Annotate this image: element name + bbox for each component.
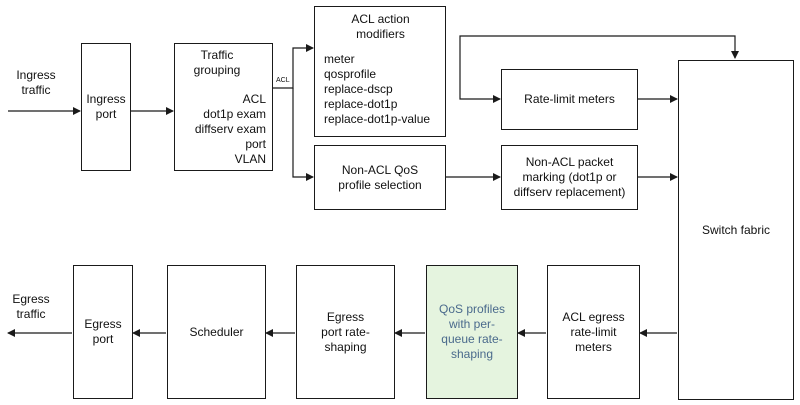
non-acl-marking-label: Non-ACL packet marking (dot1p or diffser… xyxy=(513,155,626,199)
acl-line-label: ACL xyxy=(276,77,290,84)
non-acl-qos-box: Non-ACL QoS profile selection xyxy=(314,145,446,210)
modifier-replace-dot1p: replace-dot1p xyxy=(324,97,398,111)
egress-traffic-label: Egress traffic xyxy=(12,292,50,321)
scheduler-label: Scheduler xyxy=(189,324,244,339)
modifier-qosprofile: qosprofile xyxy=(324,67,377,81)
rate-limit-meters-box: Rate-limit meters xyxy=(501,69,638,130)
qos-profiles-box: QoS profiles with per-queue rate-shaping xyxy=(426,265,518,399)
grouping-item-port: port xyxy=(245,137,266,151)
scheduler-box: Scheduler xyxy=(167,265,266,399)
grouping-item-vlan: VLAN xyxy=(234,152,266,166)
arrow-modifiers-to-rate-limit xyxy=(459,75,501,103)
modifier-meter: meter xyxy=(324,52,355,66)
switch-fabric-label: Switch fabric xyxy=(701,222,771,237)
qos-profiles-label: QoS profiles with per-queue rate-shaping xyxy=(438,302,506,361)
acl-egress-label: ACL egress rate-limit meters xyxy=(562,309,625,354)
egress-port-shaping-label: Egress port rate-shaping xyxy=(321,309,370,354)
ingress-traffic-label: Ingress traffic xyxy=(16,68,56,97)
traffic-grouping-title: Traffic grouping xyxy=(193,48,241,77)
non-acl-marking-box: Non-ACL packet marking (dot1p or diffser… xyxy=(501,145,638,210)
acl-action-modifiers-box: ACL action modifiers meter qosprofile re… xyxy=(314,6,446,137)
rate-limit-meters-label: Rate-limit meters xyxy=(524,92,615,106)
arrow-grouping-to-non-acl xyxy=(292,88,314,181)
grouping-item-diffserv: diffserv exam xyxy=(194,122,266,136)
arrow-modifiers-to-fabric-top xyxy=(459,35,739,75)
egress-port-shaping-box: Egress port rate-shaping xyxy=(296,265,395,399)
grouping-item-acl: ACL xyxy=(242,92,266,106)
modifier-replace-dscp: replace-dscp xyxy=(324,82,393,96)
traffic-grouping-box: Traffic grouping ACL dot1p exam diffserv… xyxy=(174,43,273,171)
acl-action-modifiers-title: ACL action modifiers xyxy=(351,12,410,41)
grouping-item-dot1p: dot1p exam xyxy=(203,107,266,121)
arrow-grouping-to-acl-modifiers xyxy=(272,44,314,89)
modifier-replace-dot1p-value: replace-dot1p-value xyxy=(324,112,431,126)
switch-fabric-box: Switch fabric xyxy=(678,60,794,400)
ingress-port-label: Ingress port xyxy=(86,92,126,121)
egress-port-label: Egress port xyxy=(84,317,122,346)
non-acl-qos-label: Non-ACL QoS profile selection xyxy=(338,162,422,192)
ingress-port-box: Ingress port xyxy=(81,43,131,171)
acl-egress-box: ACL egress rate-limit meters xyxy=(547,265,640,399)
egress-port-box: Egress port xyxy=(73,265,133,399)
